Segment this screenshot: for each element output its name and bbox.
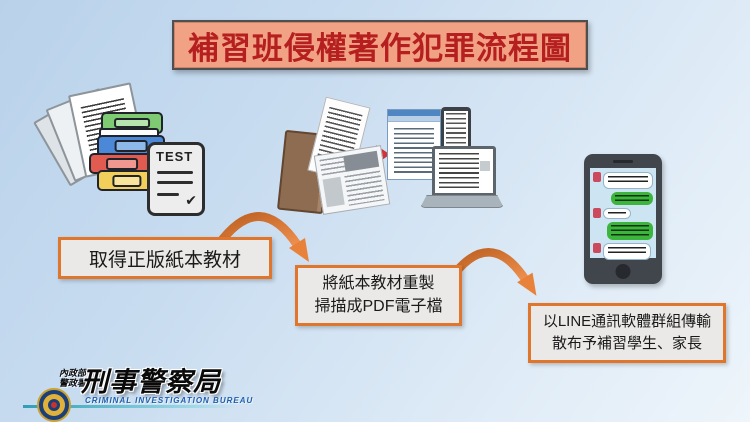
logo-stripe xyxy=(23,405,237,408)
chat-bubble-received xyxy=(603,243,651,260)
test-sheet-icon: TEST ✔ xyxy=(147,142,205,216)
flow-arrow-1-icon xyxy=(214,212,309,262)
scanned-page-icon xyxy=(313,145,391,215)
logo-agency: 警政署 xyxy=(59,378,87,388)
step-1-text: 取得正版紙本教材 xyxy=(88,249,241,271)
chat-avatar-icon xyxy=(593,208,601,218)
logo-english-name: CRIMINAL INVESTIGATION BUREAU xyxy=(85,396,254,405)
checkmark-icon: ✔ xyxy=(185,192,197,208)
tablet-icon xyxy=(441,107,471,151)
step-2-caption: 將紙本教材重製 掃描成PDF電子檔 xyxy=(295,265,462,326)
test-sheet-label: TEST xyxy=(156,149,194,164)
title-banner: 補習班侵權著作犯罪流程圖 xyxy=(172,20,588,70)
cib-logo: 內政部 警政署 刑事警察局 CRIMINAL INVESTIGATION BUR… xyxy=(15,363,255,422)
chat-avatar-icon xyxy=(593,172,601,182)
chat-bubble-received xyxy=(603,208,631,219)
line-chat-phone-icon xyxy=(584,154,662,284)
chat-bubble-sent xyxy=(607,222,653,240)
police-badge-icon xyxy=(37,388,71,422)
page-title: 補習班侵權著作犯罪流程圖 xyxy=(188,30,572,66)
laptop-icon xyxy=(420,146,504,208)
logo-ministry: 內政部 xyxy=(59,368,87,378)
logo-bureau-name: 刑事警察局 xyxy=(81,367,221,397)
step-2-text-line2: 掃描成PDF電子檔 xyxy=(314,297,443,315)
chat-screen xyxy=(590,168,656,260)
logo-agency-small: 內政部 警政署 xyxy=(59,368,86,388)
step-2-text-line1: 將紙本教材重製 xyxy=(322,275,435,293)
chat-avatar-icon xyxy=(593,243,601,253)
book-yellow-icon xyxy=(97,170,157,191)
phone-speaker-icon xyxy=(613,160,633,163)
chat-bubble-received xyxy=(603,172,653,189)
phone-home-button-icon xyxy=(615,264,631,279)
step-3-text-line2: 散布予補習學生、家長 xyxy=(551,335,702,352)
chat-bubble-sent xyxy=(611,192,653,205)
step-3-text-line1: 以LINE通訊軟體群組傳輸 xyxy=(542,313,712,331)
step-1-caption: 取得正版紙本教材 xyxy=(58,237,272,279)
step-3-caption: 以LINE通訊軟體群組傳輸 散布予補習學生、家長 xyxy=(528,303,726,363)
